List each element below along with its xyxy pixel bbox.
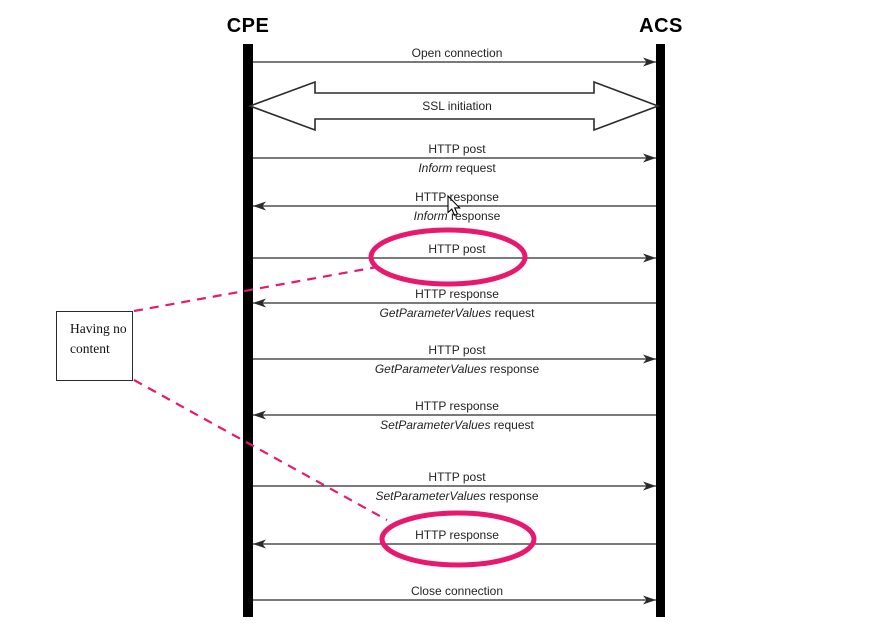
- message-arrowhead: [253, 410, 266, 420]
- message-label: HTTP post: [428, 343, 486, 357]
- rpc-method-name: SetParameterValues: [380, 418, 491, 432]
- ssl-double-arrow: [247, 80, 661, 132]
- message-arrowhead: [253, 201, 266, 211]
- highlight-ellipse: [368, 227, 528, 287]
- message-label: Open connection: [411, 46, 503, 60]
- cpe-lifeline: [243, 44, 253, 617]
- message-label: HTTP response: [415, 287, 499, 301]
- message-label: HTTP post: [428, 242, 486, 256]
- rpc-method-name: Inform: [418, 161, 453, 175]
- message-arrowhead: [253, 539, 266, 549]
- message-label: HTTP response: [415, 399, 499, 413]
- rpc-method-name: GetParameterValues: [379, 306, 492, 320]
- message-sublabel: GetParameterValues response: [375, 363, 539, 376]
- message-sublabel: SetParameterValues response: [376, 490, 539, 503]
- highlight-ellipse: [379, 510, 537, 568]
- callout-leader-line: [133, 265, 378, 313]
- message-arrowhead: [253, 298, 266, 308]
- rpc-method-suffix: request: [490, 418, 534, 432]
- rpc-method-name: Inform: [413, 209, 448, 223]
- rpc-method-suffix: request: [491, 306, 535, 320]
- rpc-method-suffix: request: [452, 161, 496, 175]
- callout-leader-line: [133, 379, 388, 521]
- message-arrowhead: [643, 481, 656, 491]
- message-sublabel: Inform response: [414, 210, 501, 223]
- ssl-initiation-label: SSL initiation: [422, 99, 492, 113]
- rpc-method-name: SetParameterValues: [375, 489, 486, 503]
- callout-box: Having no content: [56, 311, 133, 381]
- mouse-cursor: [447, 194, 461, 217]
- message-label: Close connection: [410, 584, 504, 598]
- callout-text: Having no content: [70, 321, 127, 357]
- rpc-method-suffix: response: [485, 489, 539, 503]
- message-label: HTTP post: [428, 142, 486, 156]
- message-arrowhead: [643, 57, 656, 67]
- message-label: HTTP post: [428, 470, 486, 484]
- actor-label-acs: ACS: [639, 15, 683, 37]
- message-arrowhead: [643, 354, 656, 364]
- message-arrowhead: [643, 595, 656, 605]
- message-sublabel: SetParameterValues request: [380, 419, 534, 432]
- rpc-method-suffix: response: [486, 362, 540, 376]
- message-arrowhead: [643, 153, 656, 163]
- rpc-method-suffix: response: [447, 209, 501, 223]
- actor-label-cpe: CPE: [226, 15, 270, 37]
- message-arrowhead: [643, 253, 656, 263]
- message-sublabel: GetParameterValues request: [380, 307, 535, 320]
- message-sublabel: Inform request: [418, 162, 495, 175]
- acs-lifeline: [656, 44, 665, 617]
- message-label: HTTP response: [415, 528, 499, 542]
- rpc-method-name: GetParameterValues: [374, 362, 487, 376]
- message-label: HTTP response: [415, 190, 499, 204]
